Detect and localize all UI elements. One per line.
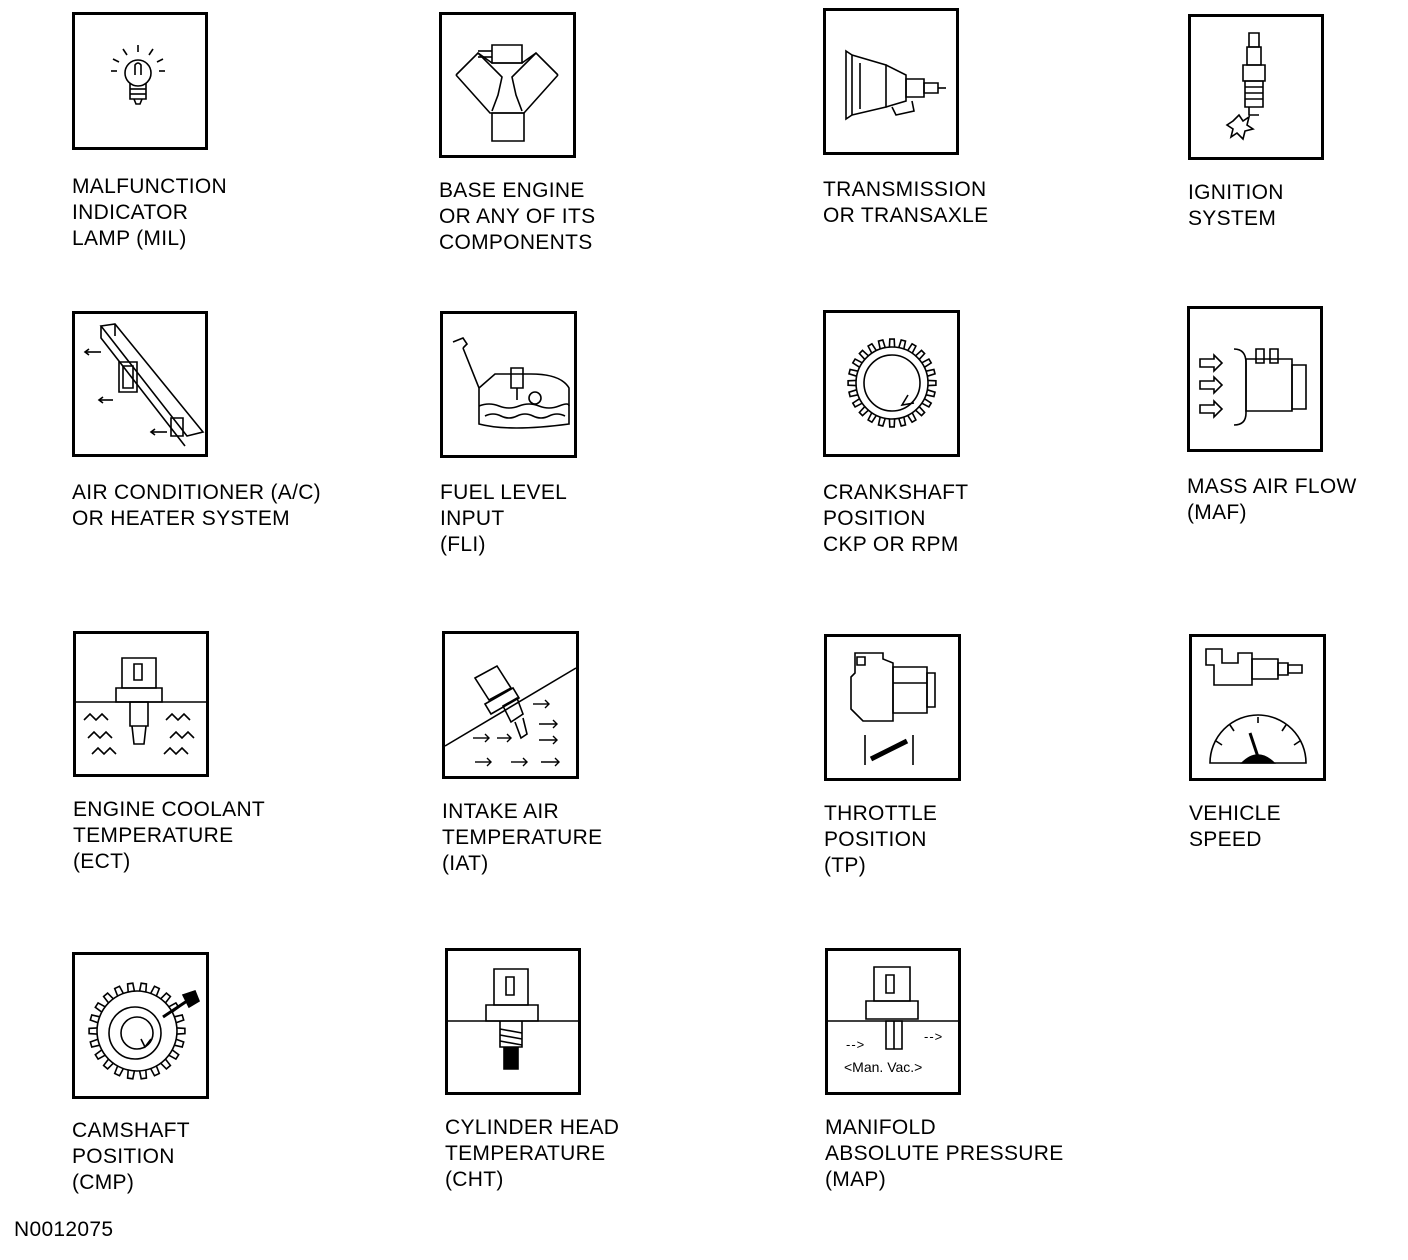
gear-tooth xyxy=(140,1070,147,1079)
spark-plug-icon xyxy=(1188,14,1324,160)
gear-tooth xyxy=(849,370,858,377)
gear-tooth xyxy=(128,983,135,992)
gear-tooth xyxy=(926,390,935,397)
intake-air-sensor-icon xyxy=(442,631,579,779)
gear-tooth xyxy=(868,344,876,353)
gear-tooth xyxy=(853,359,862,367)
gear-tooth xyxy=(115,1066,124,1076)
hvac-duct-icon xyxy=(72,311,208,457)
symbol-caption: MASS AIR FLOW(MAF) xyxy=(1187,475,1357,524)
coolant-sensor-icon xyxy=(73,631,209,777)
gear-tooth xyxy=(889,339,894,347)
gear-tooth xyxy=(859,407,868,416)
gear-tooth xyxy=(853,399,862,407)
gear-tooth xyxy=(889,419,894,427)
gear-tooth xyxy=(899,340,906,349)
gear-tooth xyxy=(177,1028,185,1034)
throttle-sensor-icon xyxy=(824,634,961,781)
map-flow-arrow-left: --> xyxy=(846,1037,866,1052)
gear-tooth xyxy=(908,344,916,353)
crankshaft-wheel-icon xyxy=(823,310,960,457)
gear-tooth xyxy=(89,1028,97,1034)
map-flow-arrow-right: --> xyxy=(924,1029,944,1044)
gear-tooth xyxy=(899,417,906,426)
gear-tooth xyxy=(140,983,147,992)
gear-tooth xyxy=(848,380,856,385)
gear-tooth xyxy=(922,399,931,407)
gear-tooth xyxy=(115,986,124,996)
gear-tooth xyxy=(849,390,858,397)
gear-tooth xyxy=(90,1039,99,1047)
gear-tooth xyxy=(128,1070,135,1079)
fuel-tank-icon xyxy=(440,311,577,458)
gear-tooth xyxy=(916,350,925,359)
gear-tooth xyxy=(922,359,931,367)
gear-tooth xyxy=(868,413,876,422)
gear-tooth xyxy=(151,986,160,996)
light-bulb-icon xyxy=(72,12,208,150)
gear-tooth xyxy=(151,1066,160,1076)
gear-tooth xyxy=(161,1059,171,1069)
map-vacuum-label: <Man. Vac.> xyxy=(844,1059,923,1075)
cylinder-head-sensor-icon xyxy=(445,948,581,1095)
gear-tooth xyxy=(174,1039,183,1047)
gear-tooth xyxy=(926,370,935,377)
gear-tooth xyxy=(928,380,936,385)
symbol-caption: AIR CONDITIONER (A/C)OR HEATER SYSTEM xyxy=(72,481,321,530)
gear-tooth xyxy=(174,1015,183,1023)
gear-tooth xyxy=(90,1015,99,1023)
v-engine-icon xyxy=(439,12,576,158)
gear-tooth xyxy=(908,413,916,422)
manifold-pressure-sensor-icon: --> --> <Man. Vac.> xyxy=(825,948,961,1095)
transmission-icon xyxy=(823,8,959,155)
gear-tooth xyxy=(104,1059,114,1069)
gear-tooth xyxy=(104,993,114,1003)
gear-tooth xyxy=(879,340,886,349)
gear-tooth xyxy=(169,1050,179,1059)
mass-air-flow-sensor-icon xyxy=(1187,306,1323,452)
speedometer-sensor-icon xyxy=(1189,634,1326,781)
gear-tooth xyxy=(879,417,886,426)
gear-tooth xyxy=(161,993,171,1003)
gear-tooth xyxy=(916,407,925,416)
gear-tooth xyxy=(95,1050,105,1059)
gear-tooth xyxy=(95,1003,105,1012)
camshaft-gear-icon xyxy=(72,952,209,1099)
gear-tooth xyxy=(859,350,868,359)
figure-id: N0012075 xyxy=(14,1218,114,1241)
